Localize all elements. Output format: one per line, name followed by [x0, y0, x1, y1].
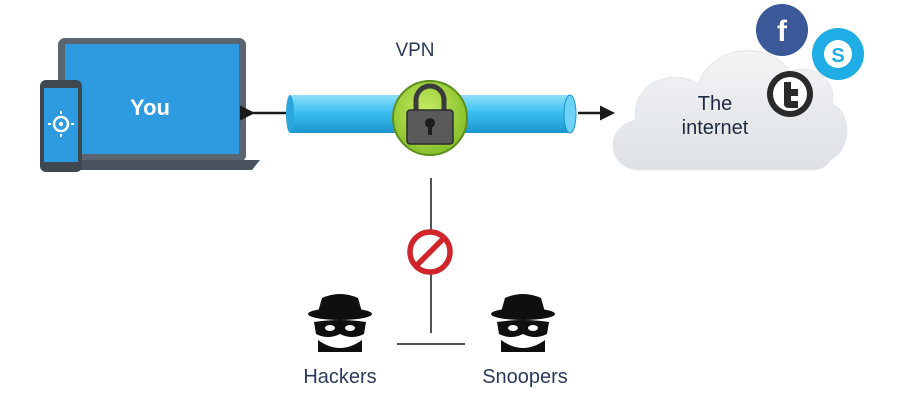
- laptop-icon: [45, 38, 260, 170]
- twitter-icon: [767, 71, 813, 117]
- internet-label: The internet: [681, 93, 749, 139]
- phone-icon: [40, 80, 82, 172]
- snooper-spy-icon: [491, 294, 555, 352]
- facebook-icon: f: [756, 4, 808, 56]
- you-label: You: [130, 95, 170, 120]
- svg-text:S: S: [831, 45, 844, 67]
- snoopers-label: Snoopers: [482, 366, 568, 388]
- hackers-label: Hackers: [303, 366, 377, 388]
- skype-icon: S: [812, 28, 864, 80]
- prohibition-icon: [407, 229, 453, 275]
- svg-text:f: f: [777, 15, 788, 48]
- vpn-label: VPN: [395, 40, 435, 61]
- padlock-icon: [392, 80, 468, 156]
- hacker-spy-icon: [308, 294, 372, 352]
